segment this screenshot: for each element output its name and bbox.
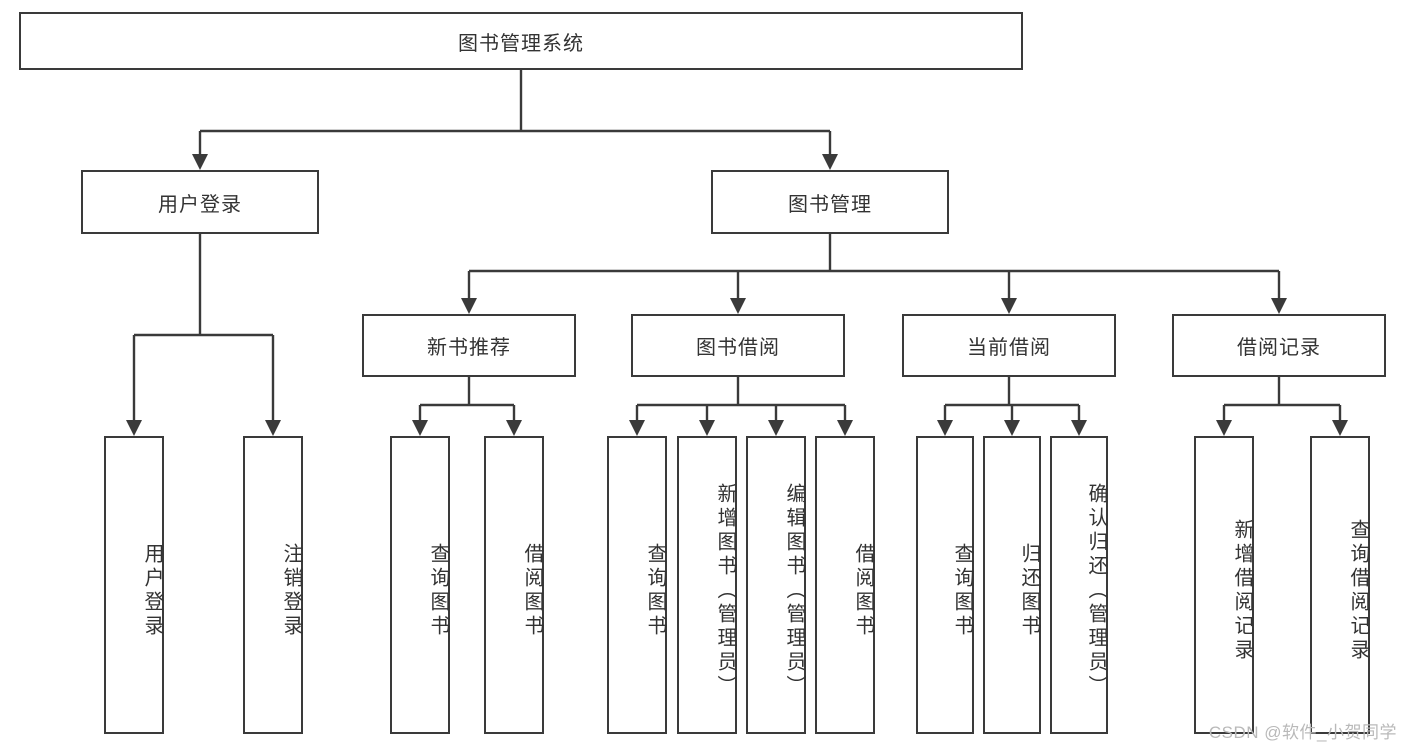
edge-root-to-bookmgmt-head [822, 154, 838, 170]
edge-root-to-login-head [192, 154, 208, 170]
node-leaf-add-book[interactable]: 新增图书（管理员） [677, 436, 737, 734]
node-label: 当前借阅 [967, 337, 1051, 359]
node-label: 新书推荐 [427, 337, 511, 359]
node-leaf-confirm-return[interactable]: 确认归还（管理员） [1050, 436, 1108, 734]
node-leaf-query-book-2[interactable]: 查询图书 [607, 436, 667, 734]
node-label: 图书借阅 [696, 337, 780, 359]
node-leaf-query-book-1[interactable]: 查询图书 [390, 436, 450, 734]
node-label: 查询图书 [951, 543, 973, 639]
edge-records-to-leaf-add-record-head [1216, 420, 1232, 436]
node-label: 归还图书 [1018, 543, 1040, 639]
edge-borrow-to-leaf-query-book-2-head [629, 420, 645, 436]
node-label: 新增图书（管理员） [714, 483, 736, 699]
node-label: 查询图书 [644, 543, 666, 639]
edge-bookmgmt-to-current-head [1001, 298, 1017, 314]
node-label: 图书管理 [788, 193, 872, 216]
edge-borrow-to-leaf-add-book-head [699, 420, 715, 436]
edge-borrow-to-leaf-edit-book-head [768, 420, 784, 436]
node-label: 确认归还（管理员） [1085, 483, 1107, 699]
node-newbook[interactable]: 新书推荐 [362, 314, 576, 377]
node-leaf-query-book-3[interactable]: 查询图书 [916, 436, 974, 734]
edge-current-to-leaf-query-book-3-head [937, 420, 953, 436]
edge-bookmgmt-to-records-head [1271, 298, 1287, 314]
edge-borrow-to-leaf-borrow-book-2-head [837, 420, 853, 436]
node-label: 用户登录 [141, 543, 163, 639]
node-label: 查询借阅记录 [1347, 519, 1369, 663]
node-leaf-borrow-book-2[interactable]: 借阅图书 [815, 436, 875, 734]
edge-newbook-to-leaf-borrow-book-1-head [506, 420, 522, 436]
node-label: 借阅图书 [521, 543, 543, 639]
node-label: 用户登录 [158, 193, 242, 216]
edge-records-to-leaf-query-record-head [1332, 420, 1348, 436]
node-leaf-query-record[interactable]: 查询借阅记录 [1310, 436, 1370, 734]
node-leaf-add-record[interactable]: 新增借阅记录 [1194, 436, 1254, 734]
node-label: 借阅记录 [1237, 337, 1321, 359]
edge-current-to-leaf-return-book-head [1004, 420, 1020, 436]
edge-newbook-to-leaf-query-book-1-head [412, 420, 428, 436]
node-label: 借阅图书 [852, 543, 874, 639]
node-label: 编辑图书（管理员） [783, 483, 805, 699]
node-records[interactable]: 借阅记录 [1172, 314, 1386, 377]
node-leaf-user-login[interactable]: 用户登录 [104, 436, 164, 734]
node-bookmgmt[interactable]: 图书管理 [711, 170, 949, 234]
node-leaf-user-logout[interactable]: 注销登录 [243, 436, 303, 734]
node-current[interactable]: 当前借阅 [902, 314, 1116, 377]
edge-bookmgmt-to-newbook-head [461, 298, 477, 314]
node-login[interactable]: 用户登录 [81, 170, 319, 234]
node-label: 新增借阅记录 [1231, 519, 1253, 663]
edge-login-to-leaf-user-logout-head [265, 420, 281, 436]
node-leaf-edit-book[interactable]: 编辑图书（管理员） [746, 436, 806, 734]
edge-current-to-leaf-confirm-return-head [1071, 420, 1087, 436]
node-label: 注销登录 [280, 543, 302, 639]
node-label: 查询图书 [427, 543, 449, 639]
edge-login-to-leaf-user-login-head [126, 420, 142, 436]
node-label: 图书管理系统 [458, 32, 584, 55]
edge-bookmgmt-to-borrow-head [730, 298, 746, 314]
node-root[interactable]: 图书管理系统 [19, 12, 1023, 70]
node-borrow[interactable]: 图书借阅 [631, 314, 845, 377]
node-leaf-borrow-book-1[interactable]: 借阅图书 [484, 436, 544, 734]
node-leaf-return-book[interactable]: 归还图书 [983, 436, 1041, 734]
